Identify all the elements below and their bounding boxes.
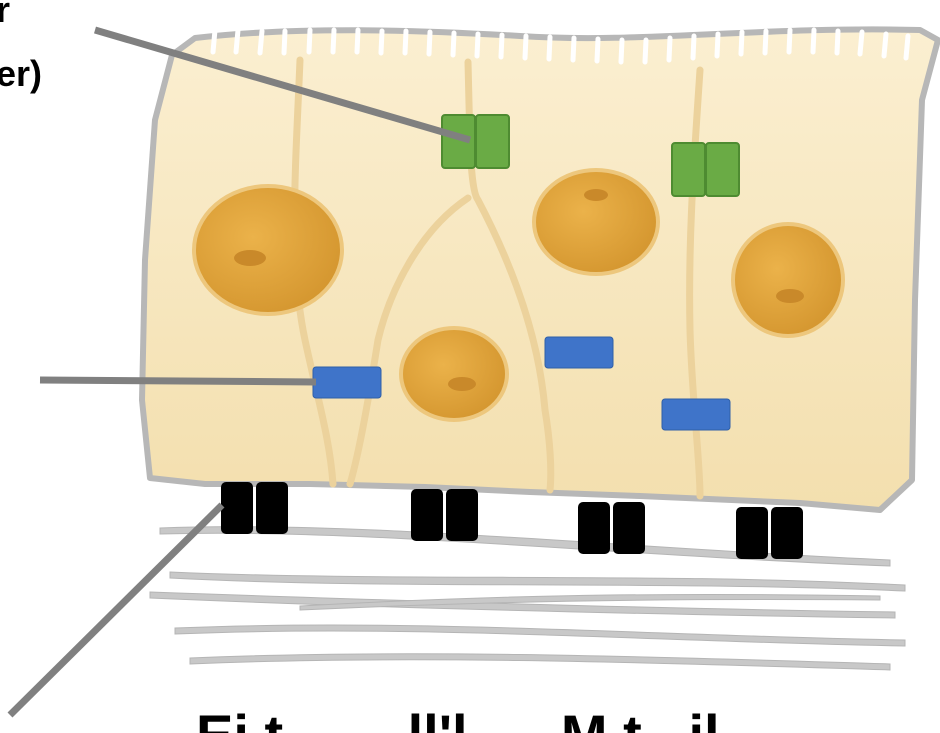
label-bottom: Ei t ll'l M t il [196, 703, 720, 733]
fiber-4 [175, 625, 905, 646]
fiber-2 [170, 572, 905, 591]
tight-junction-1 [442, 115, 509, 168]
label-top-left-line1: r [0, 0, 10, 30]
nucleus-1 [194, 186, 342, 314]
tight-junction-2 [672, 143, 739, 196]
nucleus-2 [534, 170, 658, 274]
hemidesmosome-4 [736, 507, 803, 559]
nucleus-4 [401, 328, 507, 420]
fiber-5 [190, 654, 890, 670]
adherens-junction-2 [545, 337, 613, 368]
leader-line-hemidesmosome [10, 505, 222, 715]
adherens-junction-1 [313, 367, 381, 398]
adherens-junction-3 [662, 399, 730, 430]
leader-line-adherens-junction [40, 380, 316, 382]
label-top-left-line2: er) [0, 53, 42, 94]
nucleus-3 [733, 224, 843, 336]
